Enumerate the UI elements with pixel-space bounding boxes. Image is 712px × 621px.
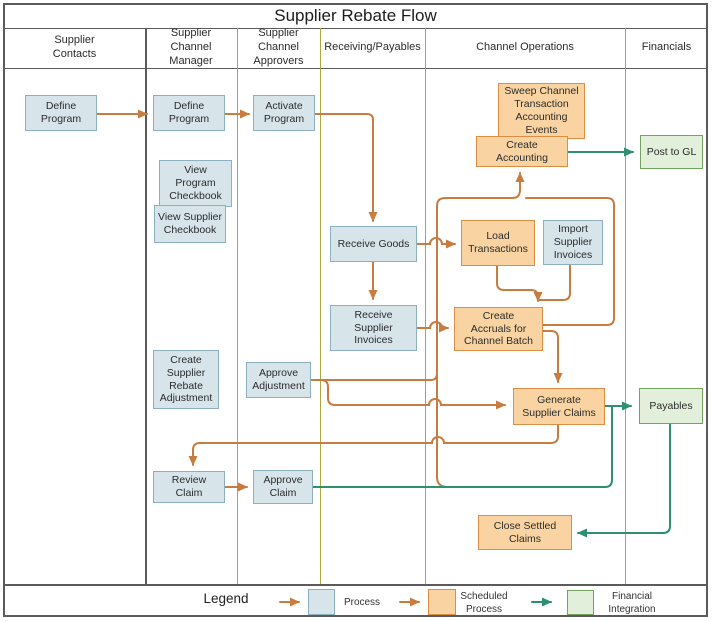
lane-header-supplier-channel-approvers: Supplier Channel Approvers xyxy=(253,27,304,67)
diagram-title: Supplier Rebate Flow xyxy=(3,3,708,29)
legend-scheduled-process-swatch xyxy=(428,589,456,615)
lane-header-supplier-contacts: Supplier Contacts xyxy=(52,34,97,60)
diagram-frame xyxy=(3,3,708,617)
lane-divider-4 xyxy=(425,28,426,584)
node-load-transactions: Load Transactions xyxy=(461,220,535,266)
legend-financial-integration-label: Financial Integration xyxy=(608,591,656,615)
node-receive-goods: Receive Goods xyxy=(330,226,417,262)
node-view-supplier-checkbook: View Supplier Checkbook xyxy=(154,205,226,243)
legend-scheduled-process-label: Scheduled Process xyxy=(460,591,508,615)
legend-process-label: Process xyxy=(343,597,381,608)
node-receive-supplier-invoices: Receive Supplier Invoices xyxy=(330,305,417,351)
lane-header-receiving-payables: Receiving/Payables xyxy=(324,41,421,54)
node-review-claim: Review Claim xyxy=(153,471,225,503)
node-activate-program: Activate Program xyxy=(253,95,315,131)
lane-divider-3 xyxy=(320,28,321,584)
lane-divider-2 xyxy=(237,28,238,584)
lane-header-supplier-channel-manager: Supplier Channel Manager xyxy=(169,27,213,67)
node-create-accruals-for-channel-batch: Create Accruals for Channel Batch xyxy=(454,307,543,351)
node-view-program-checkbook: View Program Checkbook xyxy=(159,160,232,207)
legend-band xyxy=(3,584,708,617)
header-divider-line xyxy=(3,68,708,69)
node-generate-supplier-claims: Generate Supplier Claims xyxy=(513,388,605,425)
node-create-accounting: Create Accounting xyxy=(476,136,568,167)
lane-header-channel-operations: Channel Operations xyxy=(476,41,574,54)
node-define-program-contacts: Define Program xyxy=(25,95,97,131)
node-approve-claim: Approve Claim xyxy=(253,470,313,504)
node-create-supplier-rebate-adjustment: Create Supplier Rebate Adjustment xyxy=(153,350,219,409)
node-approve-adjustment: Approve Adjustment xyxy=(246,362,311,398)
lane-divider-5 xyxy=(625,28,626,584)
node-payables: Payables xyxy=(639,388,703,424)
legend-process-swatch xyxy=(308,589,335,615)
node-sweep-channel-transaction-accounting-events: Sweep Channel Transaction Accounting Eve… xyxy=(498,83,585,139)
node-import-supplier-invoices: Import Supplier Invoices xyxy=(543,220,603,265)
legend-heading: Legend xyxy=(203,591,249,606)
node-define-program-manager: Define Program xyxy=(153,95,225,131)
legend-financial-integration-swatch xyxy=(567,590,594,615)
lane-header-financials: Financials xyxy=(641,41,692,54)
node-close-settled-claims: Close Settled Claims xyxy=(478,515,572,550)
lane-divider-1 xyxy=(145,28,147,584)
node-post-to-gl: Post to GL xyxy=(640,135,703,169)
